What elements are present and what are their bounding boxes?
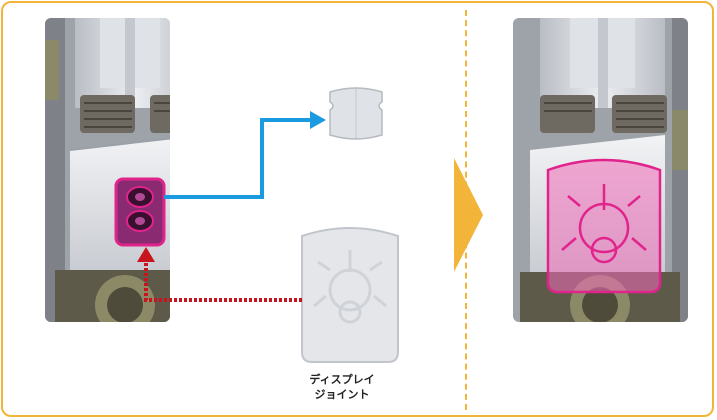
connector-part: [329, 87, 383, 140]
next-step-arrow: [454, 158, 483, 272]
part-label: ディスプレイ ジョイント: [300, 372, 384, 402]
attached-display-joint: [546, 158, 662, 294]
remove-arrow: [164, 111, 326, 199]
socket-highlight: [114, 177, 166, 247]
attach-arrow: [137, 247, 302, 302]
display-joint-part: [301, 227, 399, 363]
robot-photo-before: [45, 18, 170, 322]
part-label-line1: ディスプレイ: [309, 373, 375, 386]
part-label-line2: ジョイント: [314, 388, 370, 401]
